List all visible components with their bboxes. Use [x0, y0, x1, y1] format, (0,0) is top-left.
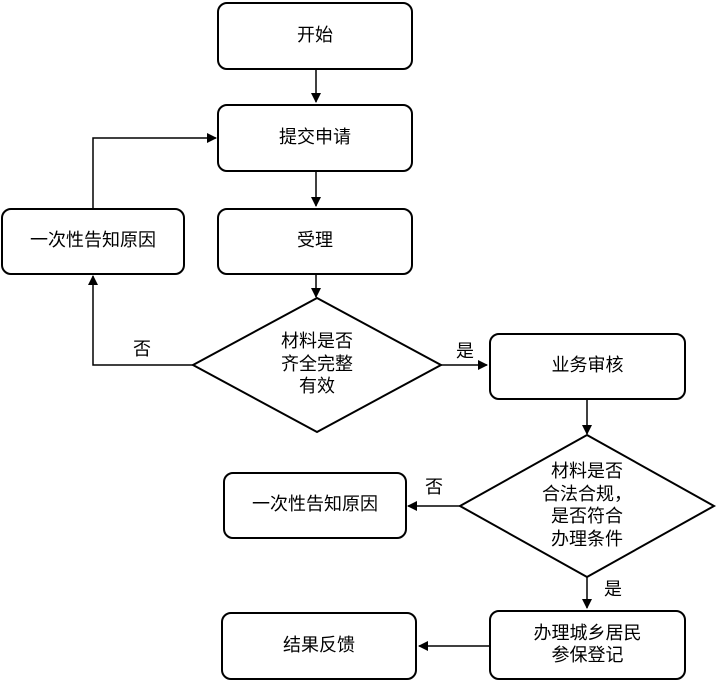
- arrow-notify-left-to-submit: [92, 133, 217, 208]
- business-review-node: 业务审核: [489, 333, 686, 400]
- arrow-decision-no-to-notify-left: [88, 275, 193, 366]
- edge-label-no-1: 否: [133, 339, 151, 360]
- decision-diamond-materials: [190, 296, 444, 434]
- notify-reason-left-node: 一次性告知原因: [1, 208, 185, 275]
- edge-label-yes-2: 是: [604, 579, 622, 600]
- edge-label-no-2: 否: [425, 477, 443, 498]
- start-node: 开始: [217, 2, 413, 70]
- result-feedback-node: 结果反馈: [221, 612, 417, 680]
- decision-compliance-text: 材料是否 合法合规， 是否符合 办理条件: [542, 461, 632, 550]
- process-registration-node: 办理城乡居民 参保登记: [489, 610, 686, 680]
- accept-node: 受理: [217, 208, 413, 275]
- decision-materials-text: 材料是否 齐全完整 有效: [281, 331, 353, 398]
- notify-reason-mid-node: 一次性告知原因: [223, 472, 407, 539]
- submit-application-node: 提交申请: [217, 104, 413, 172]
- edge-label-yes-1: 是: [456, 341, 474, 362]
